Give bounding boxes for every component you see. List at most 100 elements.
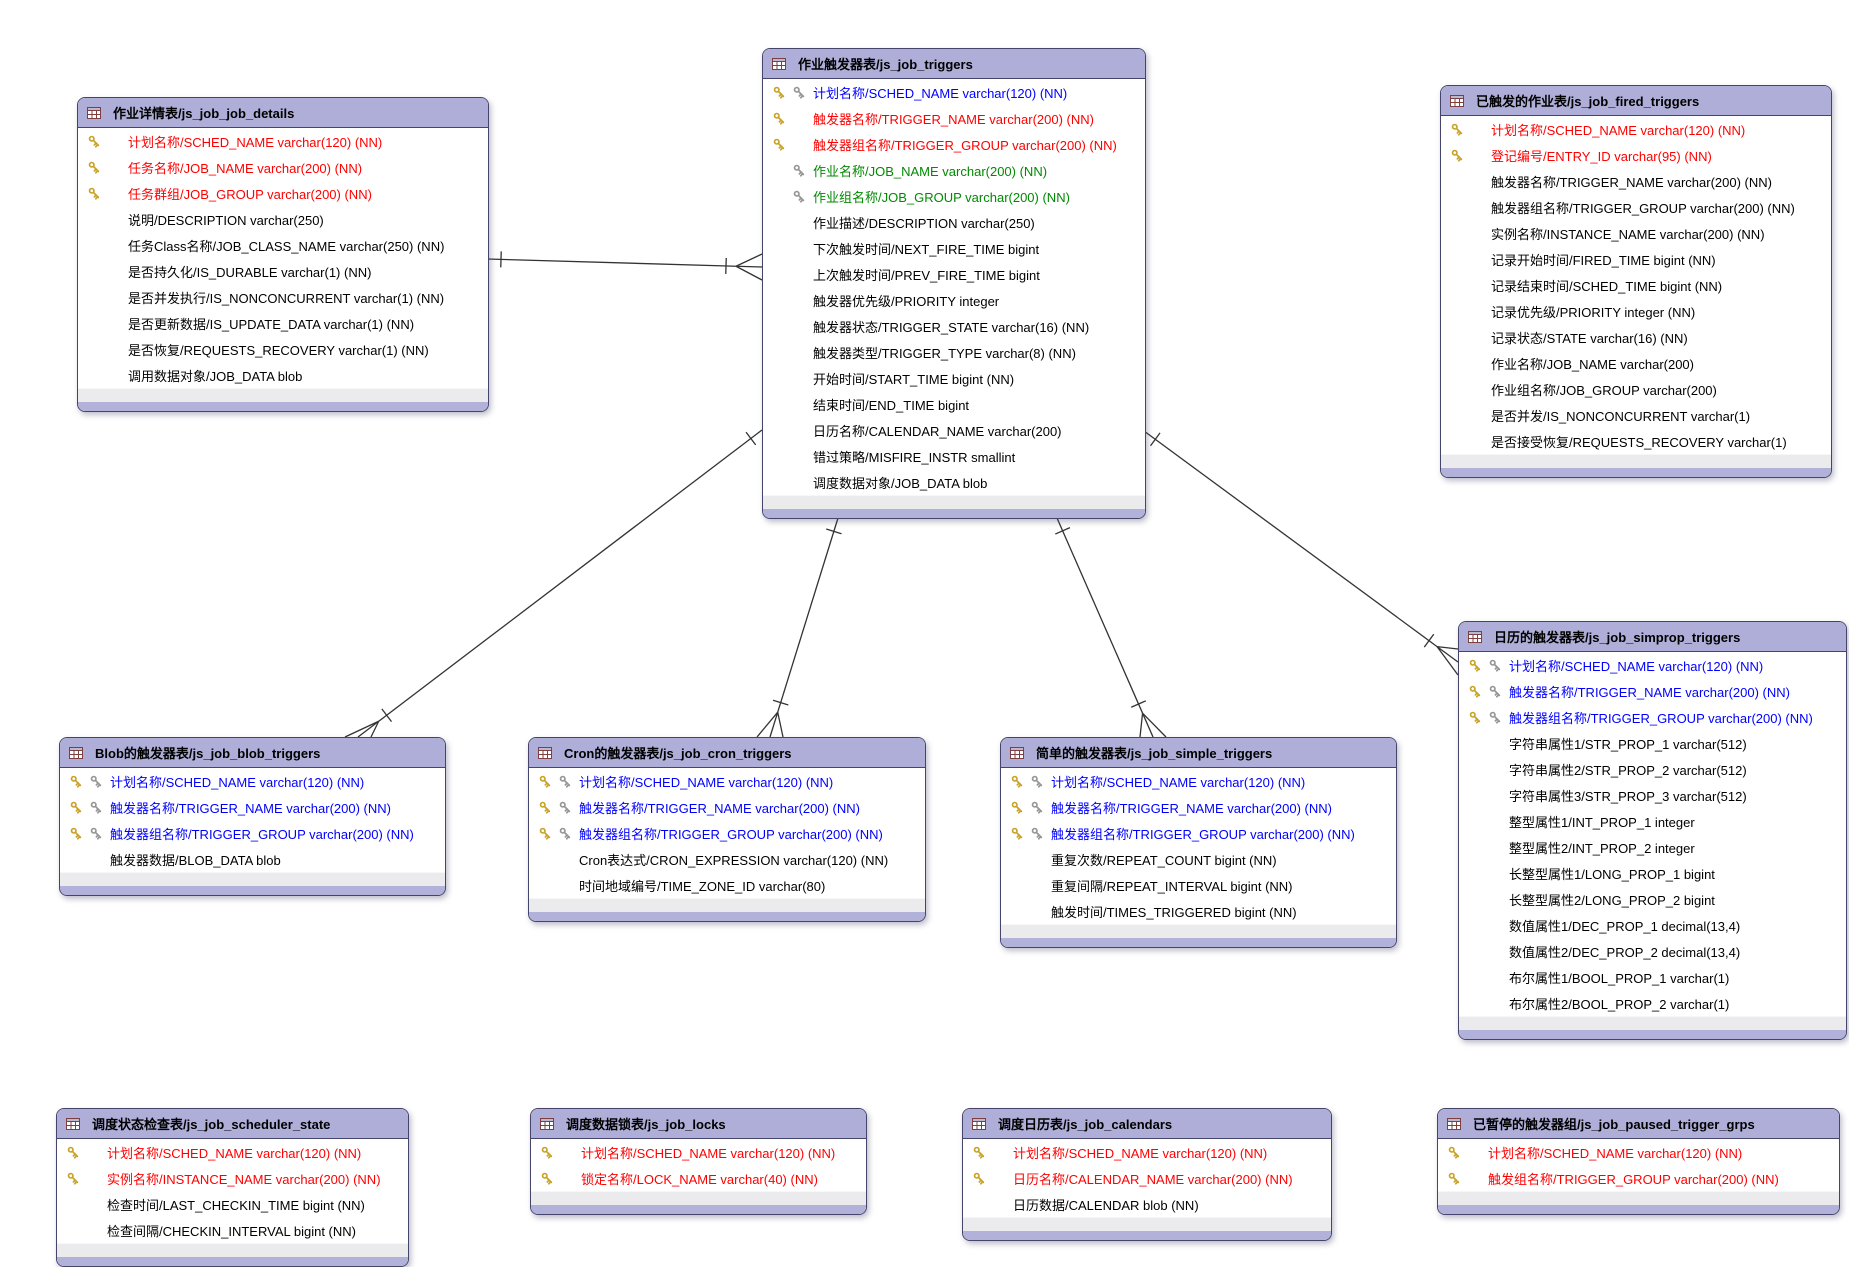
table-header[interactable]: Cron的触发器表/js_job_cron_triggers [529,738,925,768]
column-row[interactable]: 数值属性2/DEC_PROP_2 decimal(13,4) [1459,938,1846,964]
table-header[interactable]: 调度状态检查表/js_job_scheduler_state [57,1109,408,1139]
column-row[interactable]: 计划名称/SCHED_NAME varchar(120) (NN) [963,1139,1331,1165]
column-row[interactable]: 是否接受恢复/REQUESTS_RECOVERY varchar(1) [1441,428,1831,454]
column-row[interactable]: 触发器名称/TRIGGER_NAME varchar(200) (NN) [60,794,445,820]
column-row[interactable]: 检查时间/LAST_CHECKIN_TIME bigint (NN) [57,1191,408,1217]
column-row[interactable]: 整型属性2/INT_PROP_2 integer [1459,834,1846,860]
column-row[interactable]: 长整型属性1/LONG_PROP_1 bigint [1459,860,1846,886]
column-row[interactable]: 长整型属性2/LONG_PROP_2 bigint [1459,886,1846,912]
column-row[interactable]: 记录状态/STATE varchar(16) (NN) [1441,324,1831,350]
column-row[interactable]: 触发组名称/TRIGGER_GROUP varchar(200) (NN) [1438,1165,1839,1191]
column-row[interactable]: 日历数据/CALENDAR blob (NN) [963,1191,1331,1217]
column-row[interactable]: 字符串属性3/STR_PROP_3 varchar(512) [1459,782,1846,808]
column-row[interactable]: 计划名称/SCHED_NAME varchar(120) (NN) [1441,116,1831,142]
table-header[interactable]: Blob的触发器表/js_job_blob_triggers [60,738,445,768]
column-row[interactable]: 是否持久化/IS_DURABLE varchar(1) (NN) [78,258,488,284]
column-row[interactable]: 错过策略/MISFIRE_INSTR smallint [763,443,1145,469]
table-header[interactable]: 已暂停的触发器组/js_job_paused_trigger_grps [1438,1109,1839,1139]
column-row[interactable]: 触发器组名称/TRIGGER_GROUP varchar(200) (NN) [763,131,1145,157]
column-row[interactable]: 计划名称/SCHED_NAME varchar(120) (NN) [1001,768,1396,794]
column-row[interactable]: 计划名称/SCHED_NAME varchar(120) (NN) [531,1139,866,1165]
table-header[interactable]: 作业详情表/js_job_job_details [78,98,488,128]
column-row[interactable]: 调用数据对象/JOB_DATA blob [78,362,488,388]
column-row[interactable]: 结束时间/END_TIME bigint [763,391,1145,417]
column-row[interactable]: 是否并发执行/IS_NONCONCURRENT varchar(1) (NN) [78,284,488,310]
column-row[interactable]: 调度数据对象/JOB_DATA blob [763,469,1145,495]
column-row[interactable]: 触发器组名称/TRIGGER_GROUP varchar(200) (NN) [529,820,925,846]
table-header[interactable]: 简单的触发器表/js_job_simple_triggers [1001,738,1396,768]
column-row[interactable]: 触发器名称/TRIGGER_NAME varchar(200) (NN) [529,794,925,820]
column-row[interactable]: 触发器组名称/TRIGGER_GROUP varchar(200) (NN) [1441,194,1831,220]
column-row[interactable]: 上次触发时间/PREV_FIRE_TIME bigint [763,261,1145,287]
column-row[interactable]: 触发器名称/TRIGGER_NAME varchar(200) (NN) [1441,168,1831,194]
column-row[interactable]: Cron表达式/CRON_EXPRESSION varchar(120) (NN… [529,846,925,872]
column-row[interactable]: 布尔属性1/BOOL_PROP_1 varchar(1) [1459,964,1846,990]
column-row[interactable]: 作业组名称/JOB_GROUP varchar(200) (NN) [763,183,1145,209]
column-row[interactable]: 触发器组名称/TRIGGER_GROUP varchar(200) (NN) [60,820,445,846]
column-row[interactable]: 说明/DESCRIPTION varchar(250) [78,206,488,232]
column-row[interactable]: 布尔属性2/BOOL_PROP_2 varchar(1) [1459,990,1846,1016]
column-row[interactable]: 整型属性1/INT_PROP_1 integer [1459,808,1846,834]
column-row[interactable]: 任务Class名称/JOB_CLASS_NAME varchar(250) (N… [78,232,488,258]
column-row[interactable]: 触发器数据/BLOB_DATA blob [60,846,445,872]
relationship-line[interactable] [756,517,842,738]
column-row[interactable]: 计划名称/SCHED_NAME varchar(120) (NN) [1459,652,1846,678]
column-row[interactable]: 记录结束时间/SCHED_TIME bigint (NN) [1441,272,1831,298]
column-row[interactable]: 实例名称/INSTANCE_NAME varchar(200) (NN) [57,1165,408,1191]
column-row[interactable]: 触发器名称/TRIGGER_NAME varchar(200) (NN) [763,105,1145,131]
table-header[interactable]: 调度日历表/js_job_calendars [963,1109,1331,1139]
column-row[interactable]: 计划名称/SCHED_NAME varchar(120) (NN) [763,79,1145,105]
column-row[interactable]: 下次触发时间/NEXT_FIRE_TIME bigint [763,235,1145,261]
column-row[interactable]: 登记编号/ENTRY_ID varchar(95) (NN) [1441,142,1831,168]
column-row[interactable]: 触发器优先级/PRIORITY integer [763,287,1145,313]
column-row[interactable]: 是否更新数据/IS_UPDATE_DATA varchar(1) (NN) [78,310,488,336]
relationship-line[interactable] [1143,430,1459,676]
column-row[interactable]: 字符串属性2/STR_PROP_2 varchar(512) [1459,756,1846,782]
column-row[interactable]: 计划名称/SCHED_NAME varchar(120) (NN) [57,1139,408,1165]
column-row[interactable]: 计划名称/SCHED_NAME varchar(120) (NN) [1438,1139,1839,1165]
relationship-line[interactable] [1055,517,1167,738]
column-row[interactable]: 记录优先级/PRIORITY integer (NN) [1441,298,1831,324]
column-row[interactable]: 触发器状态/TRIGGER_STATE varchar(16) (NN) [763,313,1145,339]
column-row[interactable]: 作业组名称/JOB_GROUP varchar(200) [1441,376,1831,402]
column-row[interactable]: 作业名称/JOB_NAME varchar(200) (NN) [763,157,1145,183]
column-row[interactable]: 日历名称/CALENDAR_NAME varchar(200) [763,417,1145,443]
column-row[interactable]: 计划名称/SCHED_NAME varchar(120) (NN) [529,768,925,794]
column-row[interactable]: 记录开始时间/FIRED_TIME bigint (NN) [1441,246,1831,272]
column-row[interactable]: 触发器组名称/TRIGGER_GROUP varchar(200) (NN) [1001,820,1396,846]
relationship-line[interactable] [486,251,763,281]
column-row[interactable]: 数值属性1/DEC_PROP_1 decimal(13,4) [1459,912,1846,938]
column-row[interactable]: 触发器名称/TRIGGER_NAME varchar(200) (NN) [1001,794,1396,820]
column-row[interactable]: 触发器组名称/TRIGGER_GROUP varchar(200) (NN) [1459,704,1846,730]
column-row[interactable]: 是否恢复/REQUESTS_RECOVERY varchar(1) (NN) [78,336,488,362]
column-row[interactable]: 计划名称/SCHED_NAME varchar(120) (NN) [78,128,488,154]
table-header[interactable]: 已触发的作业表/js_job_fired_triggers [1441,86,1831,116]
column-row[interactable]: 重复间隔/REPEAT_INTERVAL bigint (NN) [1001,872,1396,898]
table-header[interactable]: 调度数据锁表/js_job_locks [531,1109,866,1139]
column-row[interactable]: 重复次数/REPEAT_COUNT bigint (NN) [1001,846,1396,872]
table-header[interactable]: 作业触发器表/js_job_triggers [763,49,1145,79]
column-row[interactable]: 检查间隔/CHECKIN_INTERVAL bigint (NN) [57,1217,408,1243]
column-row[interactable]: 作业名称/JOB_NAME varchar(200) [1441,350,1831,376]
column-row[interactable]: 锁定名称/LOCK_NAME varchar(40) (NN) [531,1165,866,1191]
column-row[interactable]: 实例名称/INSTANCE_NAME varchar(200) (NN) [1441,220,1831,246]
column-row[interactable]: 触发器名称/TRIGGER_NAME varchar(200) (NN) [1459,678,1846,704]
column-row[interactable]: 作业描述/DESCRIPTION varchar(250) [763,209,1145,235]
column-row[interactable]: 触发时间/TIMES_TRIGGERED bigint (NN) [1001,898,1396,924]
column-row[interactable]: 时间地域编号/TIME_ZONE_ID varchar(80) [529,872,925,898]
column-row[interactable]: 任务群组/JOB_GROUP varchar(200) (NN) [78,180,488,206]
column-row[interactable]: 字符串属性1/STR_PROP_1 varchar(512) [1459,730,1846,756]
column-row[interactable]: 是否并发/IS_NONCONCURRENT varchar(1) [1441,402,1831,428]
column-row[interactable]: 日历名称/CALENDAR_NAME varchar(200) (NN) [963,1165,1331,1191]
table-header[interactable]: 日历的触发器表/js_job_simprop_triggers [1459,622,1846,652]
